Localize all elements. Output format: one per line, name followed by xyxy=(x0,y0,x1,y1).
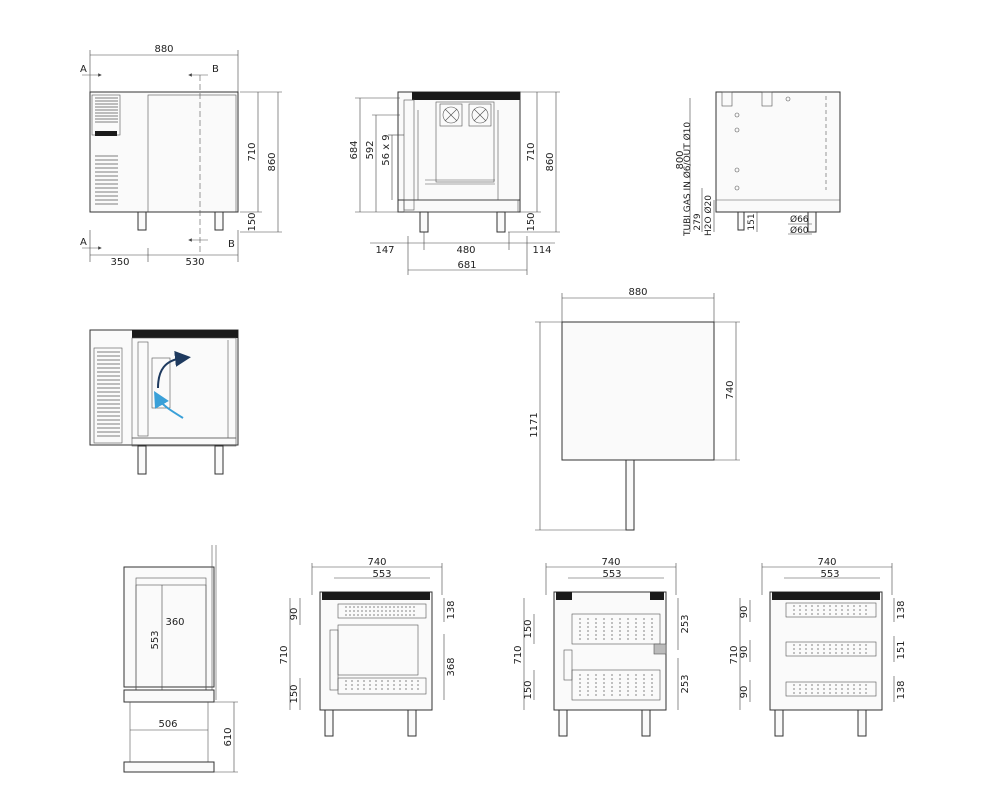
drawer-height: 553 xyxy=(150,630,161,649)
view1-width: 740 xyxy=(367,557,386,568)
front-height-total: 860 xyxy=(267,152,278,171)
control-panel xyxy=(95,131,117,136)
view1-left-1: 710 xyxy=(279,645,290,664)
section-b-bottom: B xyxy=(228,239,235,250)
section-b-top: B xyxy=(212,64,219,75)
top-door-open: 1171 xyxy=(529,412,540,437)
section-a-top: A xyxy=(80,64,87,75)
top-view: 880 740 1171 xyxy=(529,287,740,531)
cold-air-arrow xyxy=(154,391,184,419)
drawer-section: 360 553 506 610 xyxy=(123,545,238,773)
view2-left-2: 150 xyxy=(523,680,534,699)
rear-water-label: H2O Ø20 xyxy=(703,195,714,236)
view3-inner: 553 xyxy=(820,569,839,580)
front-right-part-label: 530 xyxy=(185,257,204,268)
config-view-3: 740 553 xyxy=(729,557,907,737)
top-width: 880 xyxy=(628,287,647,298)
view3-right-2: 138 xyxy=(896,680,907,699)
config-view-1: 740 553 xyxy=(279,557,457,737)
view1-right-0: 138 xyxy=(446,600,457,619)
side-h860: 860 xyxy=(545,152,556,171)
view3-right-1: 151 xyxy=(896,640,907,659)
side-h710: 710 xyxy=(526,142,537,161)
side-h684: 684 xyxy=(349,140,360,159)
view3-left-2: 90 xyxy=(739,646,750,659)
view1-left-0: 90 xyxy=(289,608,300,621)
view2-inner: 553 xyxy=(602,569,621,580)
drawer-h610: 610 xyxy=(223,727,234,746)
side-section: 684 592 56 x 9 710 860 150 147 480 114 6… xyxy=(349,91,560,275)
side-right: 114 xyxy=(532,245,551,256)
drawer-width: 360 xyxy=(165,617,184,628)
rear-h151: 151 xyxy=(747,213,757,230)
front-vent-grille-top xyxy=(95,97,118,123)
view3-width: 740 xyxy=(817,557,836,568)
side-center: 480 xyxy=(456,245,475,256)
rear-view: 800 TUBI GAS IN Ø6/OUT Ø10 279 H2O Ø20 1… xyxy=(675,91,841,237)
view1-inner: 553 xyxy=(372,569,391,580)
front-width-label: 880 xyxy=(154,44,173,55)
side-total: 681 xyxy=(457,260,476,271)
view3-left-0: 90 xyxy=(739,606,750,619)
airflow-vent-grille xyxy=(97,351,120,437)
top-depth: 740 xyxy=(725,380,736,399)
view2-left-0: 150 xyxy=(523,619,534,638)
section-a-bottom: A xyxy=(80,237,87,248)
view2-width: 740 xyxy=(601,557,620,568)
airflow-section xyxy=(89,329,239,475)
rear-gas-label: TUBI GAS IN Ø6/OUT Ø10 xyxy=(682,122,693,237)
side-legs: 150 xyxy=(526,212,537,231)
side-left: 147 xyxy=(375,245,394,256)
view1-right-1: 368 xyxy=(446,657,457,676)
view3-left-3: 90 xyxy=(739,686,750,699)
rear-d60: Ø60 xyxy=(790,225,809,236)
view2-left-1: 710 xyxy=(513,645,524,664)
front-legs-height: 150 xyxy=(247,212,258,231)
leg xyxy=(214,211,224,231)
view2-right-1: 253 xyxy=(680,674,691,693)
rear-height: 800 xyxy=(675,150,686,169)
front-view: 880 A A B B xyxy=(80,44,282,268)
drawer-depth: 506 xyxy=(158,719,177,730)
config-view-2: 740 553 150 xyxy=(513,557,691,737)
front-left-part-label: 350 xyxy=(110,257,129,268)
open-door xyxy=(625,459,635,531)
rear-h279: 279 xyxy=(693,213,703,230)
view3-right-0: 138 xyxy=(896,600,907,619)
leg xyxy=(137,211,147,231)
view2-right-0: 253 xyxy=(680,614,691,633)
view1-left-2: 150 xyxy=(289,684,300,703)
front-height-body: 710 xyxy=(247,142,258,161)
warm-air-arrow xyxy=(157,350,191,389)
fan-icon xyxy=(439,103,463,127)
view3-left-1: 710 xyxy=(729,645,740,664)
side-shelves: 56 x 9 xyxy=(381,134,392,165)
fan-icon xyxy=(468,103,492,127)
rear-d66: Ø66 xyxy=(790,214,809,225)
side-h592: 592 xyxy=(365,140,376,159)
front-vent-grille-bottom xyxy=(95,155,118,205)
